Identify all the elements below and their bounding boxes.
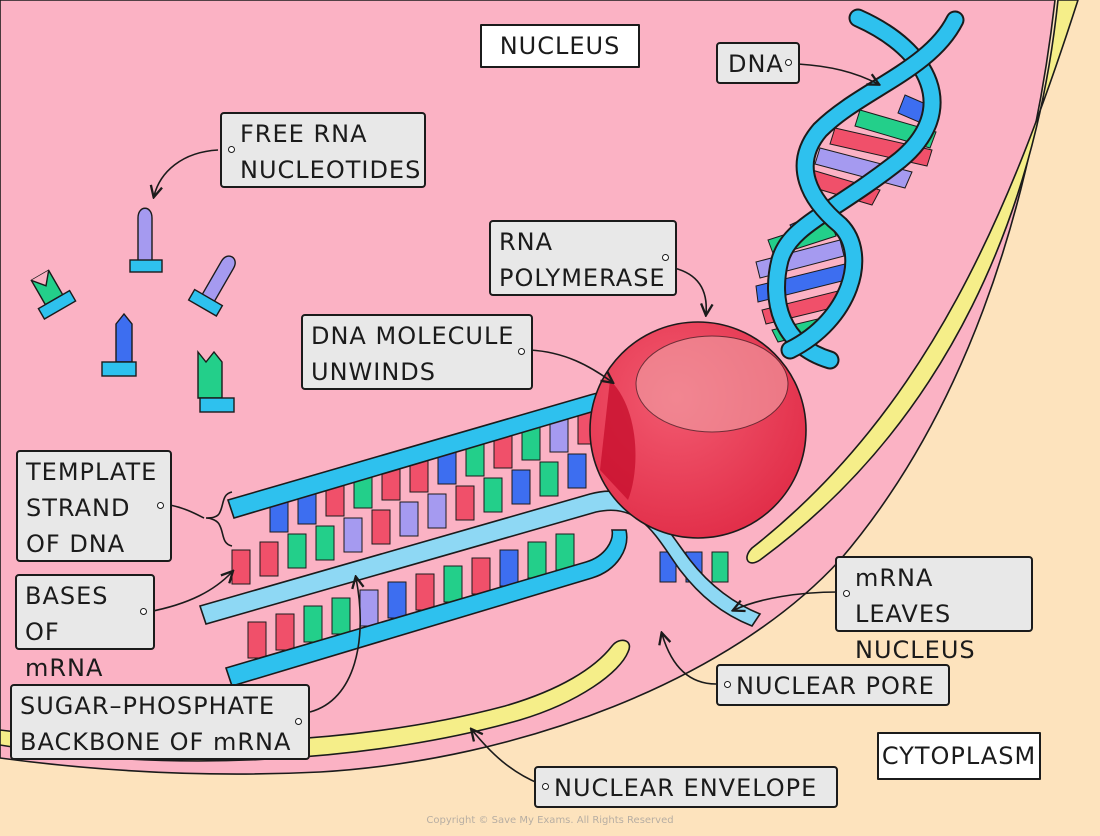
arrow-mrna-leaves <box>734 591 839 610</box>
nucleus-label: NUCLEUS <box>480 24 640 68</box>
mrna-leaves-nucleus-label: mRNA LEAVES NUCLEUS <box>835 556 1033 664</box>
nucleotide <box>187 255 236 317</box>
nucleotide <box>101 312 137 377</box>
arrow-dna <box>797 63 878 84</box>
arrow-rna-polymerase <box>673 267 706 314</box>
free-rna-nucleotides-label: FREE RNA NUCLEOTIDES <box>220 112 426 188</box>
base-row-mrna <box>231 453 587 585</box>
unwound-strands <box>198 390 762 687</box>
bases-of-mrna-label: BASES OF mRNA <box>15 574 155 682</box>
sugar-phosphate-backbone-label: SUGAR–PHOSPHATE BACKBONE OF mRNA <box>10 684 310 760</box>
coding-strand-backbone <box>224 529 628 687</box>
nuclear-pore-label: NUCLEAR PORE <box>716 664 950 706</box>
arrow-free-nucleotides <box>154 149 219 196</box>
dna-label: DNA <box>716 42 800 84</box>
dna-backbone-b-fill <box>782 12 963 358</box>
arrow-bases-mrna <box>147 572 232 613</box>
rna-polymerase-label: RNA POLYMERASE <box>489 220 677 296</box>
nucleotide <box>197 350 235 413</box>
annotation-arrows <box>147 63 878 785</box>
template-strand-label: TEMPLATE STRAND OF DNA <box>16 450 172 562</box>
nuclear-envelope-label: NUCLEAR ENVELOPE <box>534 766 838 808</box>
cytoplasm-label: CYTOPLASM <box>877 732 1041 780</box>
template-brace <box>205 491 233 547</box>
arrow-nuclear-envelope <box>472 730 541 785</box>
dna-helix <box>755 8 965 370</box>
nuclear-envelope-upper <box>746 0 1079 564</box>
nucleotide <box>30 269 77 320</box>
free-nucleotides <box>30 207 236 413</box>
arrow-template <box>169 504 205 519</box>
arrow-sugar-phosphate <box>309 578 360 713</box>
base-row-lower <box>247 533 729 659</box>
base-row-upper <box>269 409 597 533</box>
copyright-text: Copyright © Save My Exams. All Rights Re… <box>426 815 674 826</box>
nucleotide <box>129 207 163 273</box>
arrow-nuclear-pore <box>662 634 717 685</box>
dna-molecule-unwinds-label: DNA MOLECULE UNWINDS <box>301 314 533 390</box>
arrow-dna-unwinds <box>529 349 612 382</box>
rna-polymerase <box>589 321 807 539</box>
